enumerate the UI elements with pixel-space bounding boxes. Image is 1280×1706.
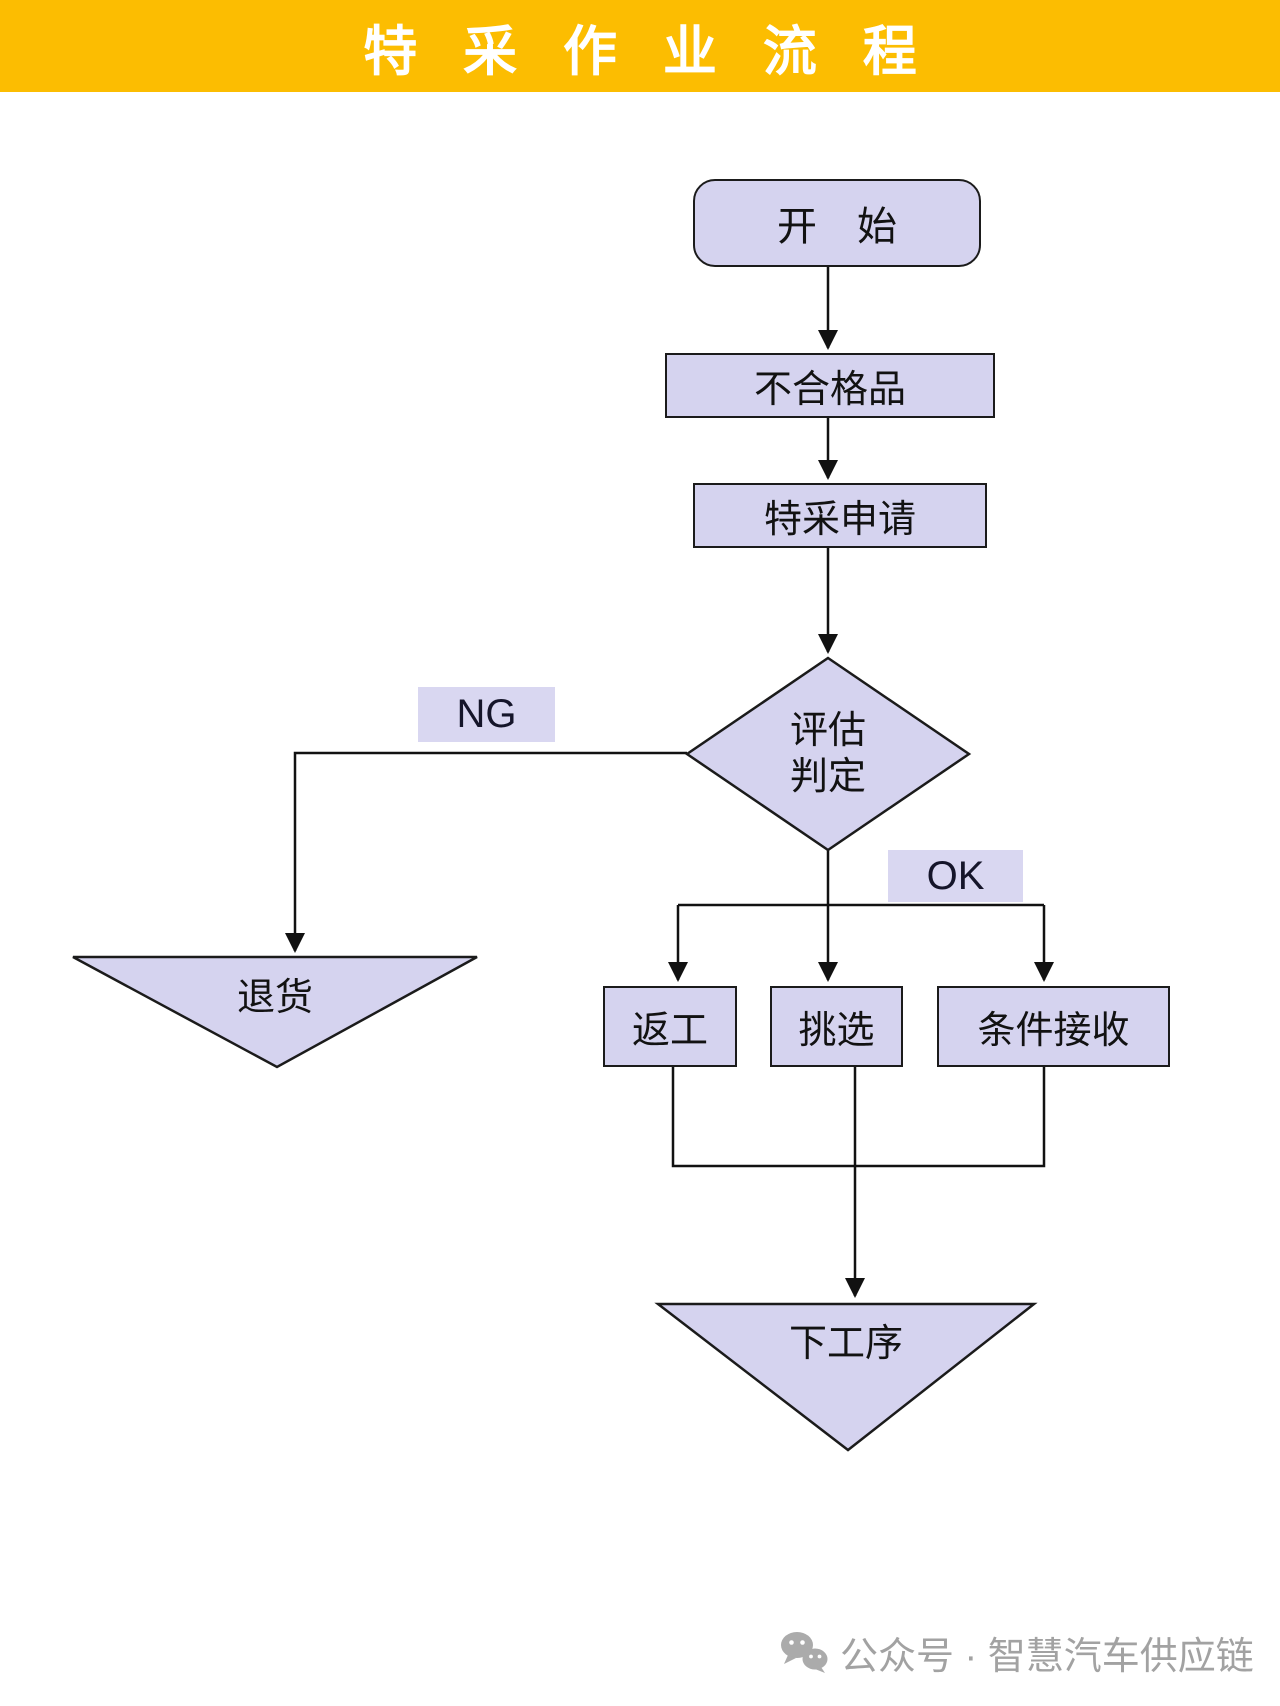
decision-diamond-shape: [684, 656, 972, 852]
return-triangle-shape: [72, 955, 478, 1069]
node-rework: 返工: [603, 986, 737, 1067]
node-nonconforming-label: 不合格品: [753, 369, 906, 411]
footer-label: 公众号 · 智慧汽车供应链: [840, 1635, 1254, 1678]
node-sorting-label: 挑选: [798, 1010, 875, 1052]
footer-watermark: 公众号 · 智慧汽车供应链: [778, 1628, 1254, 1678]
node-application-label: 特采申请: [763, 499, 916, 541]
node-start: 开 始: [693, 179, 981, 267]
wechat-icon: [781, 1632, 828, 1673]
node-conditional-accept: 条件接收: [937, 986, 1170, 1067]
label-ok: OK: [888, 850, 1023, 902]
node-return-label: 退货: [236, 977, 313, 1019]
connector-merge-lines: [671, 1067, 1046, 1168]
header-bar: 特采作业流程: [0, 0, 1280, 92]
decision-line-1: 评估: [789, 710, 866, 752]
connector-ng-to-return: [285, 751, 687, 953]
node-nonconforming: 不合格品: [665, 353, 995, 418]
label-ok-text: OK: [926, 853, 985, 898]
label-ng: NG: [418, 687, 555, 742]
page-title: 特采作业流程: [363, 21, 963, 82]
node-rework-label: 返工: [631, 1010, 708, 1052]
node-conditional-accept-label: 条件接收: [977, 1010, 1130, 1052]
next-process-triangle-shape: [654, 1302, 1038, 1452]
decision-line-2: 判定: [789, 756, 866, 798]
label-ng-text: NG: [456, 692, 517, 736]
node-sorting: 挑选: [770, 986, 903, 1067]
node-start-label: 开 始: [777, 205, 897, 249]
node-application: 特采申请: [693, 483, 987, 548]
node-next-process-label: 下工序: [788, 1323, 903, 1365]
node-decision-label: 评估 判定: [758, 708, 898, 800]
